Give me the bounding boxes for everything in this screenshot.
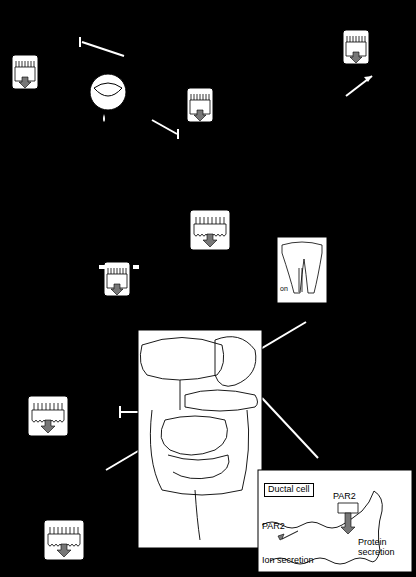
text-label: PAR2 [262, 522, 285, 532]
cell-label-box: Ductal cell [264, 483, 314, 497]
text-label: Ion secretion [262, 556, 314, 566]
text-label: on [280, 285, 288, 293]
text-label: PAR2 [333, 492, 356, 502]
node-text: Ductal cell [268, 485, 310, 495]
text-label: Protein secretion [358, 538, 406, 558]
